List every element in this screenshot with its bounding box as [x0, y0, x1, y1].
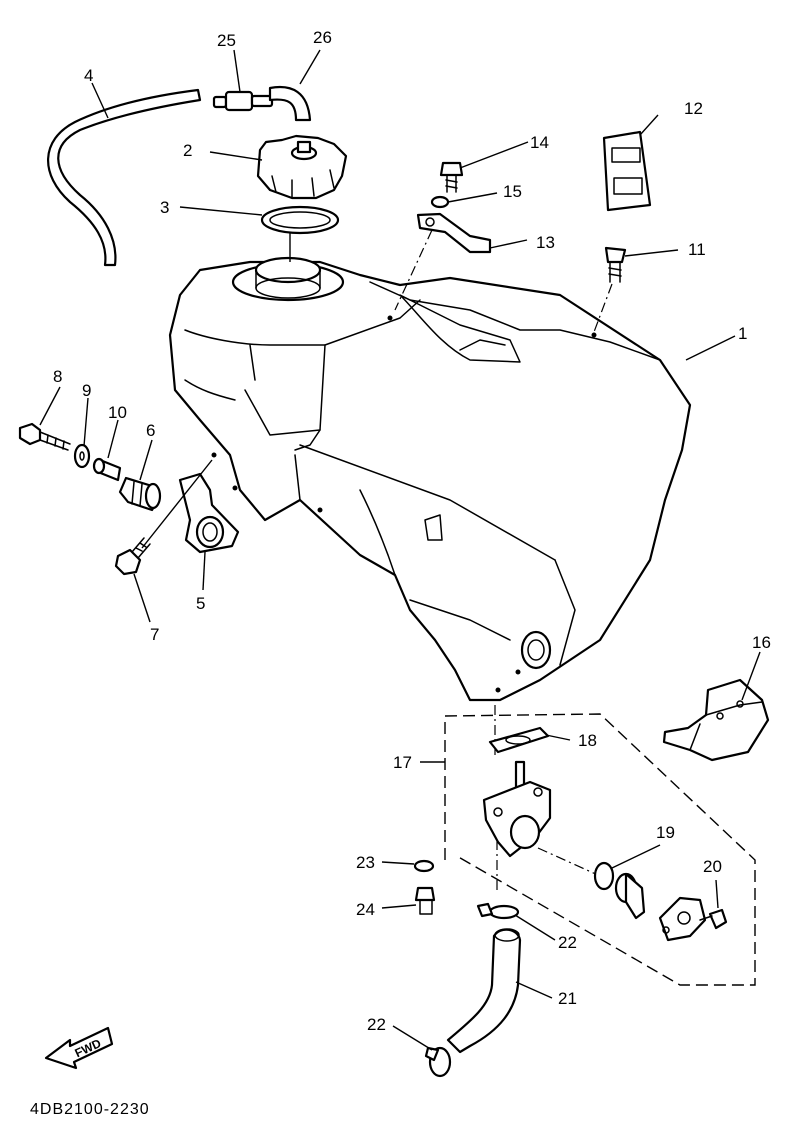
- callout-9: 9: [82, 381, 91, 400]
- fuel-cock-lever: [614, 872, 646, 920]
- plate-screw: [699, 908, 728, 930]
- fwd-label: FWD: [73, 1036, 104, 1060]
- callout-24: 24: [356, 900, 375, 919]
- callout-23: 23: [356, 853, 375, 872]
- fuel-hose: [446, 928, 522, 1054]
- callout-11: 11: [688, 240, 706, 259]
- callout-20: 20: [703, 857, 722, 876]
- callout-5: 5: [196, 594, 205, 613]
- callout-26: 26: [313, 28, 332, 47]
- callout-14: 14: [530, 133, 549, 152]
- callout-15: 15: [503, 182, 522, 201]
- mounting-bolt: [18, 422, 71, 451]
- callout-8: 8: [53, 367, 62, 386]
- fuel-cap: [256, 134, 348, 200]
- joint-pipe: [212, 90, 274, 112]
- callout-16: 16: [752, 633, 771, 652]
- callout-21: 21: [558, 989, 577, 1008]
- rubber-strap: [602, 130, 652, 212]
- tank-bolt: [604, 246, 627, 283]
- diagram-code: 4DB2100-2230: [30, 1101, 150, 1118]
- bracket-bolt: [439, 161, 464, 193]
- hose-clip-lower: [424, 1046, 452, 1078]
- spacer-collar: [92, 457, 122, 482]
- leader-lines: [39, 49, 761, 1051]
- breather-hose: [47, 88, 202, 267]
- cap-gasket: [260, 205, 340, 235]
- callout-22-lower: 22: [367, 1015, 386, 1034]
- fuel-cock-body: [482, 760, 552, 858]
- callout-4: 4: [84, 66, 93, 85]
- tank-stay: [178, 472, 240, 554]
- cock-screw: [414, 886, 436, 915]
- callout-6: 6: [146, 421, 155, 440]
- callout-12: 12: [684, 99, 703, 118]
- callout-10: 10: [108, 403, 127, 422]
- collar: [430, 195, 450, 209]
- damper: [118, 476, 162, 512]
- stay-bolt: [114, 537, 151, 576]
- fuel-cock-gasket: [488, 726, 550, 754]
- callout-22-upper: 22: [558, 933, 577, 952]
- fwd-arrow: FWD: [44, 1026, 114, 1070]
- callout-25: 25: [217, 31, 236, 50]
- fuel-cock-guard: [662, 678, 770, 762]
- cock-washer: [413, 859, 435, 873]
- callout-17: 17: [393, 753, 412, 772]
- callout-19: 19: [656, 823, 675, 842]
- callout-13: 13: [536, 233, 555, 252]
- washer: [73, 443, 91, 469]
- o-ring: [593, 861, 615, 891]
- callout-3: 3: [160, 198, 169, 217]
- callout-18: 18: [578, 731, 597, 750]
- callout-1: 1: [738, 324, 747, 343]
- hose-elbow: [268, 86, 312, 122]
- callout-2: 2: [183, 141, 192, 160]
- fuel-tank: [168, 256, 692, 702]
- hose-clip-upper: [476, 902, 520, 920]
- callout-7: 7: [150, 625, 159, 644]
- callout-labels: 1 2 3 4 5 6 7 8 9 10 11 12 13 14 15 16 1…: [53, 28, 771, 1034]
- bracket: [416, 212, 492, 254]
- lever-plate: [658, 896, 707, 942]
